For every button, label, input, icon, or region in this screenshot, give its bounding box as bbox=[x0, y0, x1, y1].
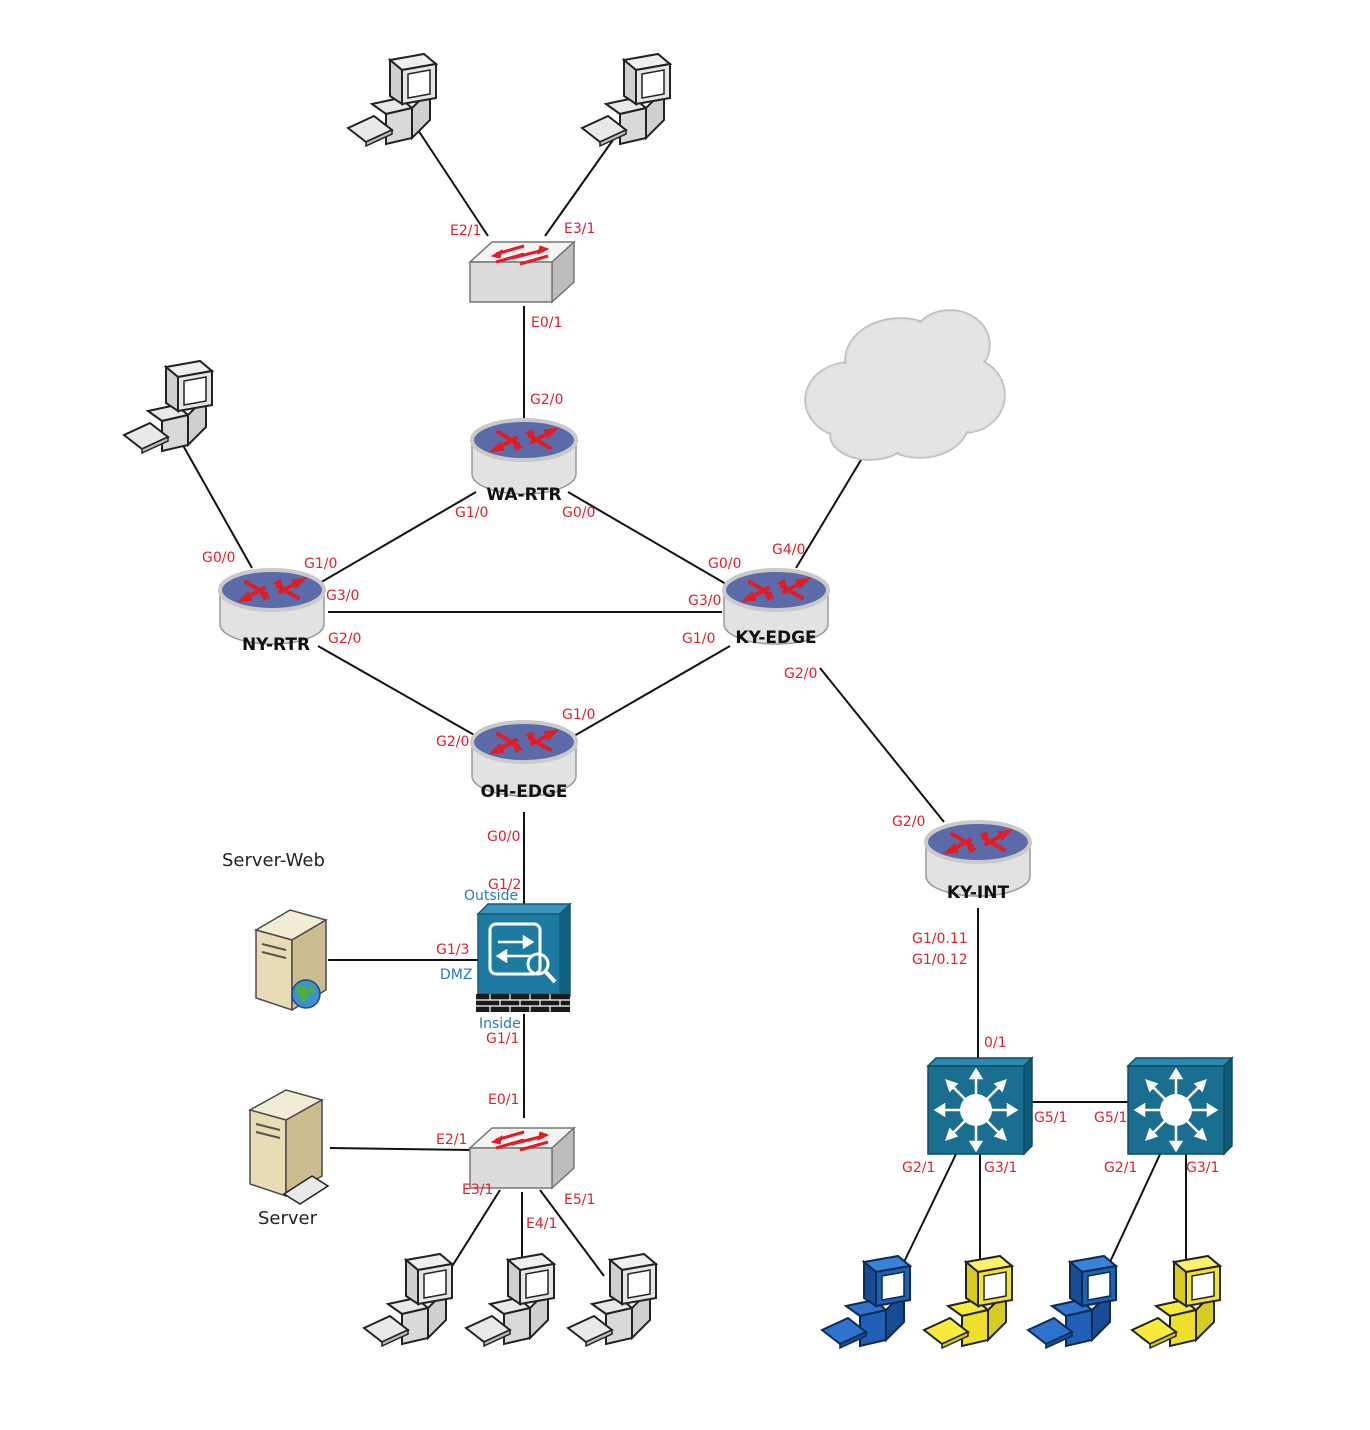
wa-rtr-router-icon[interactable] bbox=[470, 418, 578, 496]
port-label: E3/1 bbox=[564, 221, 595, 237]
pc-left-icon[interactable] bbox=[123, 360, 213, 454]
link-wa-ky bbox=[567, 491, 727, 585]
port-label: G2/0 bbox=[892, 814, 925, 830]
link-wa-ny bbox=[317, 491, 477, 585]
port-label: G1/0.11 bbox=[912, 931, 968, 947]
port-label: E2/1 bbox=[450, 223, 481, 239]
port-label: G5/1 bbox=[1094, 1110, 1127, 1126]
port-label: G0/0 bbox=[202, 550, 235, 566]
link-cloud-ky bbox=[795, 454, 865, 569]
port-label: G1/1 bbox=[486, 1031, 519, 1047]
port-label: E2/1 bbox=[436, 1132, 467, 1148]
port-label: E3/1 bbox=[462, 1182, 493, 1198]
l3-switch-b-icon[interactable] bbox=[1126, 1056, 1234, 1156]
l3-switch-a-icon[interactable] bbox=[926, 1056, 1034, 1156]
port-label: G2/1 bbox=[902, 1160, 935, 1176]
pc-bottom-3-icon[interactable] bbox=[567, 1253, 657, 1347]
port-label: G1/0 bbox=[562, 707, 595, 723]
server-icon[interactable] bbox=[248, 1089, 330, 1205]
link-pc1-topswitch bbox=[417, 129, 489, 237]
link-ny-oh bbox=[317, 645, 477, 737]
port-label: G2/1 bbox=[1104, 1160, 1137, 1176]
port-label: E4/1 bbox=[526, 1216, 557, 1232]
server-web-label: Server-Web bbox=[222, 850, 325, 871]
wa-rtr-label: WA-RTR bbox=[486, 485, 561, 505]
link-l3b-pc9 bbox=[1109, 1149, 1163, 1263]
port-label: G3/1 bbox=[1186, 1160, 1219, 1176]
link-server-switch bbox=[329, 1147, 473, 1151]
server-label: Server bbox=[258, 1208, 318, 1229]
port-label: G0/0 bbox=[487, 829, 520, 845]
port-label: G2/0 bbox=[530, 392, 563, 408]
port-label: E0/1 bbox=[488, 1092, 519, 1108]
port-label: G1/0 bbox=[682, 631, 715, 647]
dmz-zone-label: DMZ bbox=[440, 967, 472, 983]
port-label: G2/0 bbox=[784, 666, 817, 682]
port-label: G0/0 bbox=[562, 505, 595, 521]
port-label: G1/0.12 bbox=[912, 952, 968, 968]
port-label: G3/0 bbox=[326, 588, 359, 604]
port-label: G2/0 bbox=[328, 631, 361, 647]
ky-edge-label: KY-EDGE bbox=[735, 628, 816, 648]
port-label: G2/0 bbox=[436, 734, 469, 750]
port-label: G5/1 bbox=[1034, 1110, 1067, 1126]
port-label: 0/1 bbox=[984, 1035, 1007, 1051]
port-label: G1/2 bbox=[488, 877, 521, 893]
firewall-icon[interactable] bbox=[476, 902, 572, 1012]
pc-yellow-1-icon[interactable] bbox=[923, 1255, 1013, 1349]
pc-yellow-2-icon[interactable] bbox=[1131, 1255, 1221, 1349]
link-oh-ky bbox=[573, 645, 731, 737]
ny-rtr-router-icon[interactable] bbox=[218, 568, 326, 646]
pc-bottom-1-icon[interactable] bbox=[363, 1253, 453, 1347]
port-label: G0/0 bbox=[708, 556, 741, 572]
port-label: E5/1 bbox=[564, 1192, 595, 1208]
ky-int-label: KY-INT bbox=[947, 883, 1010, 903]
port-label: G1/0 bbox=[455, 505, 488, 521]
pc-top-right-icon[interactable] bbox=[581, 53, 671, 147]
port-label: G4/0 bbox=[772, 542, 805, 558]
web-server-icon[interactable] bbox=[254, 909, 328, 1012]
pc-top-left-icon[interactable] bbox=[347, 53, 437, 147]
ny-rtr-label: NY-RTR bbox=[242, 635, 310, 655]
cloud-icon[interactable] bbox=[804, 309, 1006, 461]
port-label: G3/0 bbox=[688, 593, 721, 609]
link-ky-kyint bbox=[819, 667, 945, 823]
port-label: E0/1 bbox=[531, 315, 562, 331]
pc-bottom-2-icon[interactable] bbox=[465, 1253, 555, 1347]
top-switch-icon[interactable] bbox=[468, 240, 576, 304]
port-label: G3/1 bbox=[984, 1160, 1017, 1176]
link-switch-pc4 bbox=[445, 1189, 501, 1277]
link-pc3-ny bbox=[179, 439, 253, 569]
pc-blue-1-icon[interactable] bbox=[821, 1255, 911, 1349]
oh-edge-label: OH-EDGE bbox=[480, 782, 567, 802]
link-l3a-pc7 bbox=[903, 1149, 959, 1263]
inside-zone-label: Inside bbox=[479, 1016, 521, 1032]
link-switch-pc6 bbox=[539, 1189, 605, 1277]
port-label: G1/3 bbox=[436, 942, 469, 958]
outside-zone-label: Outside bbox=[464, 888, 518, 904]
port-label: G1/0 bbox=[304, 556, 337, 572]
bottom-switch-icon[interactable] bbox=[468, 1126, 576, 1190]
pc-blue-2-icon[interactable] bbox=[1027, 1255, 1117, 1349]
link-pc2-topswitch bbox=[544, 129, 621, 237]
links bbox=[179, 129, 1187, 1277]
